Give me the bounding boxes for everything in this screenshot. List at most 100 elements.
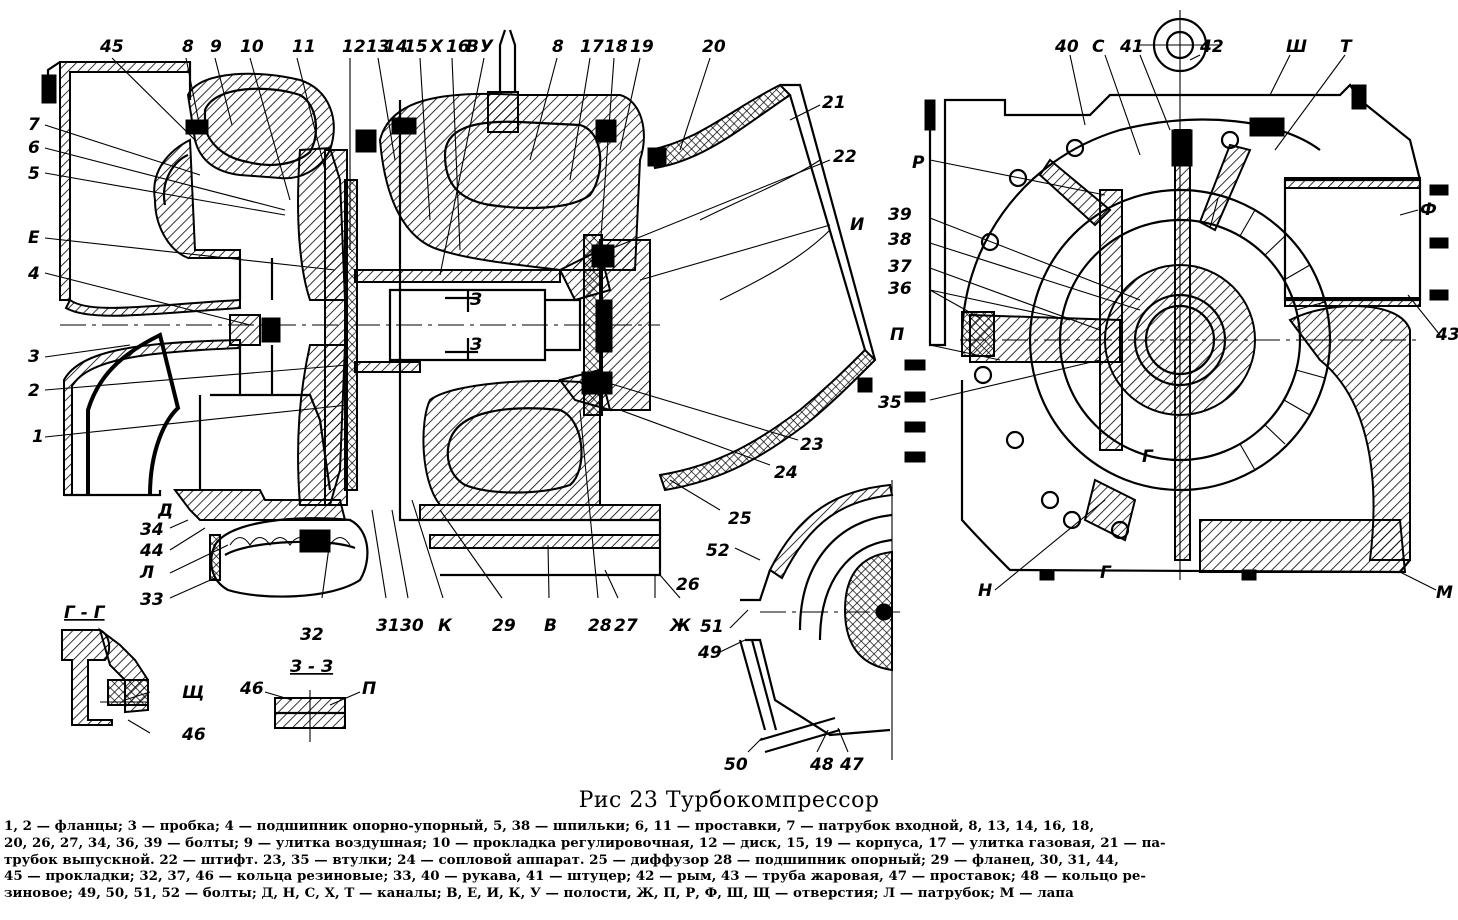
callout-29: 29 <box>492 616 516 636</box>
section-zz-title: З - З <box>289 657 333 677</box>
callout-16: 16 <box>446 37 470 57</box>
callout-24: 24 <box>774 463 798 483</box>
callout-i: И <box>850 215 864 235</box>
callout-15: 15 <box>404 37 428 57</box>
callout-2: 2 <box>28 381 40 401</box>
callout-t: Т <box>1340 37 1353 57</box>
legend-line: 45 — прокладки; 32, 37, 46 — кольца рези… <box>4 868 1146 885</box>
callout-12: 12 <box>342 37 366 57</box>
legend-line: 20, 26, 27, 34, 36, 39 — болты; 9 — улит… <box>4 834 1166 851</box>
gas-scroll <box>378 92 662 577</box>
callout-shch: Щ <box>182 683 205 703</box>
figure-title: Рис 23 Турбокомпрессор <box>578 788 880 813</box>
callout-39: 39 <box>888 205 912 225</box>
callout-v: В <box>466 37 479 57</box>
callout-17: 17 <box>580 37 604 57</box>
callout-49: 49 <box>697 643 722 663</box>
main-section-view <box>41 29 877 598</box>
callout-sh: Ш <box>1286 37 1307 57</box>
callout-z-bottom: З <box>469 335 482 355</box>
callout-10: 10 <box>240 37 264 57</box>
callout-14: 14 <box>384 37 408 57</box>
callout-d: Д <box>157 501 173 521</box>
callout-m: М <box>1436 583 1453 603</box>
callout-46-zz: 46 <box>239 679 264 699</box>
legend-line: зиновое; 49, 50, 51, 52 — болты; Д, Н, С… <box>4 885 1074 902</box>
leader-lines <box>44 54 1441 753</box>
callout-e: Е <box>28 228 40 248</box>
callout-3: 3 <box>28 347 40 367</box>
callout-51: 51 <box>700 617 724 637</box>
callout-1: 1 <box>32 427 44 447</box>
callout-23: 23 <box>800 435 824 455</box>
callout-28: 28 <box>588 616 612 636</box>
callout-r: Р <box>912 153 925 173</box>
callout-48: 48 <box>809 755 834 775</box>
callout-26: 26 <box>676 575 700 595</box>
callout-21: 21 <box>822 93 846 113</box>
callout-n: Н <box>978 581 992 601</box>
callout-p: П <box>890 325 904 345</box>
callout-22: 22 <box>833 147 857 167</box>
callout-7: 7 <box>28 115 40 135</box>
callout-20: 20 <box>702 37 726 57</box>
top-bolts <box>185 29 617 153</box>
legend-line: 1, 2 — фланцы; 3 — пробка; 4 — подшипник… <box>4 818 1095 834</box>
callout-27: 27 <box>614 616 638 636</box>
callout-18: 18 <box>604 37 628 57</box>
section-gg-title: Г - Г <box>64 603 106 623</box>
callout-6: 6 <box>28 138 40 158</box>
callout-38: 38 <box>888 230 912 250</box>
callout-v-bottom: В <box>544 616 557 636</box>
callout-42: 42 <box>1199 37 1224 57</box>
inlet-pipe <box>41 61 241 497</box>
legend-line: трубок выпускной. 22 — штифт. 23, 35 — в… <box>4 851 1119 868</box>
callout-44: 44 <box>139 541 164 561</box>
compressor-outlet <box>173 393 369 598</box>
callout-l: Л <box>139 563 154 583</box>
callout-30: 30 <box>400 616 424 636</box>
callout-43: 43 <box>1435 325 1458 345</box>
callout-41: 41 <box>1119 37 1144 57</box>
callout-8b: 8 <box>552 37 564 57</box>
callout-36: 36 <box>888 279 912 299</box>
turbocharger-drawing: 45 8 9 10 11 12 13 14 15 Х 16 В У 8 17 1… <box>27 10 1458 775</box>
callout-31: 31 <box>376 616 400 636</box>
callout-11: 11 <box>292 37 316 57</box>
callout-45: 45 <box>99 37 124 57</box>
callout-f: Ф <box>1420 200 1437 220</box>
callout-u: У <box>480 37 494 57</box>
callout-k: К <box>438 616 453 636</box>
callout-33: 33 <box>140 590 164 610</box>
callout-13: 13 <box>366 37 390 57</box>
exhaust-pipe <box>647 83 877 492</box>
callout-5: 5 <box>28 164 40 184</box>
callout-p-zz: П <box>362 679 376 699</box>
callout-47: 47 <box>839 755 864 775</box>
callout-19: 19 <box>630 37 654 57</box>
callout-g-bottom: Г <box>1100 563 1112 583</box>
callout-34: 34 <box>140 520 164 540</box>
callout-9: 9 <box>210 37 222 57</box>
diffuser-view <box>738 480 900 760</box>
flange-bolts <box>973 130 1240 540</box>
callout-40: 40 <box>1054 37 1079 57</box>
callout-50: 50 <box>724 755 748 775</box>
callout-52: 52 <box>706 541 730 561</box>
callout-labels: 45 8 9 10 11 12 13 14 15 Х 16 В У 8 17 1… <box>27 37 1458 775</box>
side-view <box>904 10 1449 581</box>
section-gg-view <box>61 627 149 726</box>
callout-g-top: Г <box>1142 447 1154 467</box>
callout-8: 8 <box>182 37 194 57</box>
callout-4: 4 <box>27 264 40 284</box>
callout-zh: Ж <box>669 616 692 636</box>
callout-46-gg: 46 <box>181 725 206 745</box>
callout-s: С <box>1092 37 1105 57</box>
figure-legend: 1, 2 — фланцы; 3 — пробка; 4 — подшипник… <box>4 818 1454 902</box>
callout-x: Х <box>429 37 444 57</box>
callout-35: 35 <box>878 393 902 413</box>
compressor-wheel <box>229 146 358 506</box>
callout-25: 25 <box>728 509 752 529</box>
callout-32: 32 <box>300 625 324 645</box>
air-scroll <box>153 72 335 259</box>
